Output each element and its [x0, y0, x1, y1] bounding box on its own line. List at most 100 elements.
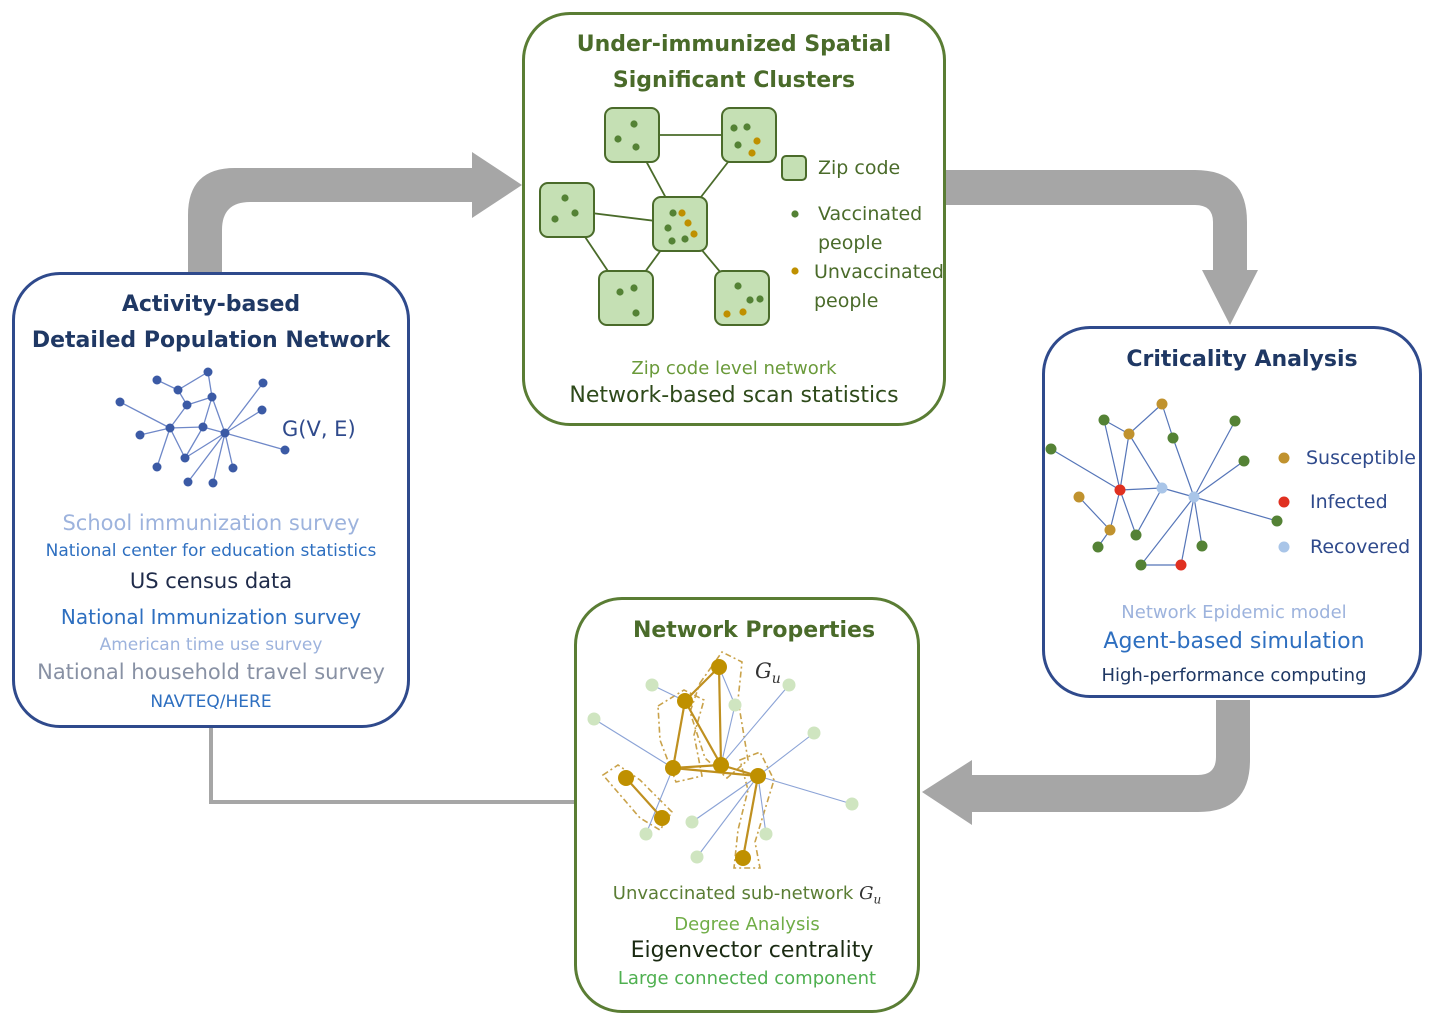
- unvaccinated-node: [665, 760, 681, 776]
- activity-title-line1: Activity-based: [121, 292, 301, 317]
- vaccinated-dot: [669, 209, 677, 217]
- arrow-activity-to-clusters: [188, 152, 522, 275]
- network-edge: [156, 427, 171, 468]
- epidemic-node: [1229, 415, 1241, 427]
- epidemic-node: [1167, 432, 1179, 444]
- legend-recovered-label: Recovered: [1310, 536, 1411, 558]
- data-source-item: NAVTEQ/HERE: [150, 692, 272, 712]
- data-source-item: National center for education statistics: [45, 541, 377, 561]
- vaccinated-dot: [614, 135, 622, 143]
- epidemic-edge: [1109, 489, 1121, 531]
- epidemic-edge: [1172, 437, 1195, 498]
- epidemic-node: [1114, 484, 1126, 496]
- network-edge: [224, 409, 263, 434]
- vaccinated-node: [728, 698, 742, 712]
- vaccinated-dot: [746, 296, 754, 304]
- network-node: [257, 405, 267, 415]
- vaccinated-dot: [734, 282, 742, 290]
- data-source-item: National Immunization survey: [60, 605, 362, 629]
- legend-zip-label: Zip code: [818, 157, 901, 179]
- unvaccinated-dot: [723, 310, 731, 318]
- network-node: [183, 477, 193, 487]
- network-node: [165, 423, 175, 433]
- network-node: [208, 478, 218, 488]
- unvaccinated-node: [618, 770, 634, 786]
- unvaccinated-subnetwork-graph: [587, 650, 859, 869]
- epidemic-edge: [1193, 420, 1236, 498]
- vaccinated-dot: [561, 194, 569, 202]
- network-edge: [177, 371, 209, 391]
- zip-code-box: [598, 270, 654, 326]
- network-edge: [139, 427, 171, 436]
- epidemic-node: [1175, 559, 1187, 571]
- unvaccinated-node: [711, 659, 727, 675]
- network-node: [258, 378, 268, 388]
- vaccinated-dot: [734, 141, 742, 149]
- network-edge: [169, 404, 188, 429]
- network-node: [198, 422, 208, 432]
- vaccinated-node: [685, 815, 699, 829]
- unvaccinated-node: [713, 757, 729, 773]
- vaccinated-dot: [630, 284, 638, 292]
- vaccinated-dot: [632, 143, 640, 151]
- component-outline: [601, 764, 674, 832]
- light-edge: [757, 732, 815, 777]
- network-node: [173, 385, 183, 395]
- epidemic-node: [1156, 398, 1168, 410]
- network-edge: [184, 432, 226, 459]
- network-node: [207, 392, 217, 402]
- epidemic-edge: [1193, 496, 1278, 522]
- criticality-caption-2: Agent-based simulation: [1103, 629, 1365, 654]
- clusters-caption-2: Network-based scan statistics: [569, 383, 899, 408]
- zip-code-box: [652, 196, 708, 252]
- unvaccinated-edge: [671, 700, 687, 769]
- clusters-title-line1: Under-immunized Spatial: [576, 32, 892, 57]
- flow-arrows: [188, 152, 1258, 825]
- epidemic-node: [1130, 529, 1142, 541]
- data-source-item: National household travel survey: [37, 660, 385, 684]
- light-edge: [691, 775, 759, 823]
- unvaccinated-node: [677, 693, 693, 709]
- arrow-criticality-to-properties: [922, 700, 1250, 825]
- legend-susceptible-dot: [1278, 452, 1290, 464]
- vaccinated-node: [587, 712, 601, 726]
- unvaccinated-dot: [678, 209, 686, 217]
- unvaccinated-edge: [741, 775, 760, 859]
- unvaccinated-dot: [684, 219, 692, 227]
- connector-activity-to-properties: [209, 728, 575, 804]
- network-node: [152, 462, 162, 472]
- vaccinated-node: [845, 797, 859, 811]
- data-source-item: US census data: [129, 569, 293, 593]
- legend-vaccinated-dot: [791, 210, 799, 218]
- unvaccinated-dot: [690, 230, 698, 238]
- graph-label: G(V, E): [282, 417, 356, 441]
- network-node: [280, 445, 290, 455]
- network-edge: [212, 432, 226, 484]
- vaccinated-dot: [668, 237, 676, 245]
- network-edge: [169, 427, 186, 459]
- legend-zip-swatch: [781, 155, 807, 181]
- legend-unvaccinated-label: Unvaccinated: [814, 261, 944, 283]
- criticality-title: Criticality Analysis: [1126, 347, 1358, 372]
- vaccinated-dot: [632, 309, 640, 317]
- network-properties-panel: [574, 597, 920, 1013]
- component-outline: [689, 650, 749, 780]
- gu-label-g: G: [755, 659, 772, 683]
- clusters-caption-1: Zip code level network: [631, 358, 837, 379]
- criticality-panel: [1042, 326, 1422, 698]
- epidemic-node: [1104, 524, 1116, 536]
- vaccinated-node: [639, 827, 653, 841]
- epidemic-edge: [1193, 460, 1245, 498]
- network-edge: [211, 396, 226, 434]
- light-edge: [757, 775, 853, 805]
- network-edge: [202, 396, 213, 428]
- legend-unvaccinated-label-2: people: [814, 290, 879, 312]
- network-edge: [187, 432, 226, 483]
- epidemic-edge: [1128, 433, 1163, 489]
- vaccinated-node: [645, 678, 659, 692]
- unvaccinated-node: [750, 768, 766, 784]
- unvaccinated-dot: [739, 308, 747, 316]
- properties-title: Network Properties: [632, 618, 876, 643]
- activity-title-line2: Detailed Population Network: [31, 328, 391, 353]
